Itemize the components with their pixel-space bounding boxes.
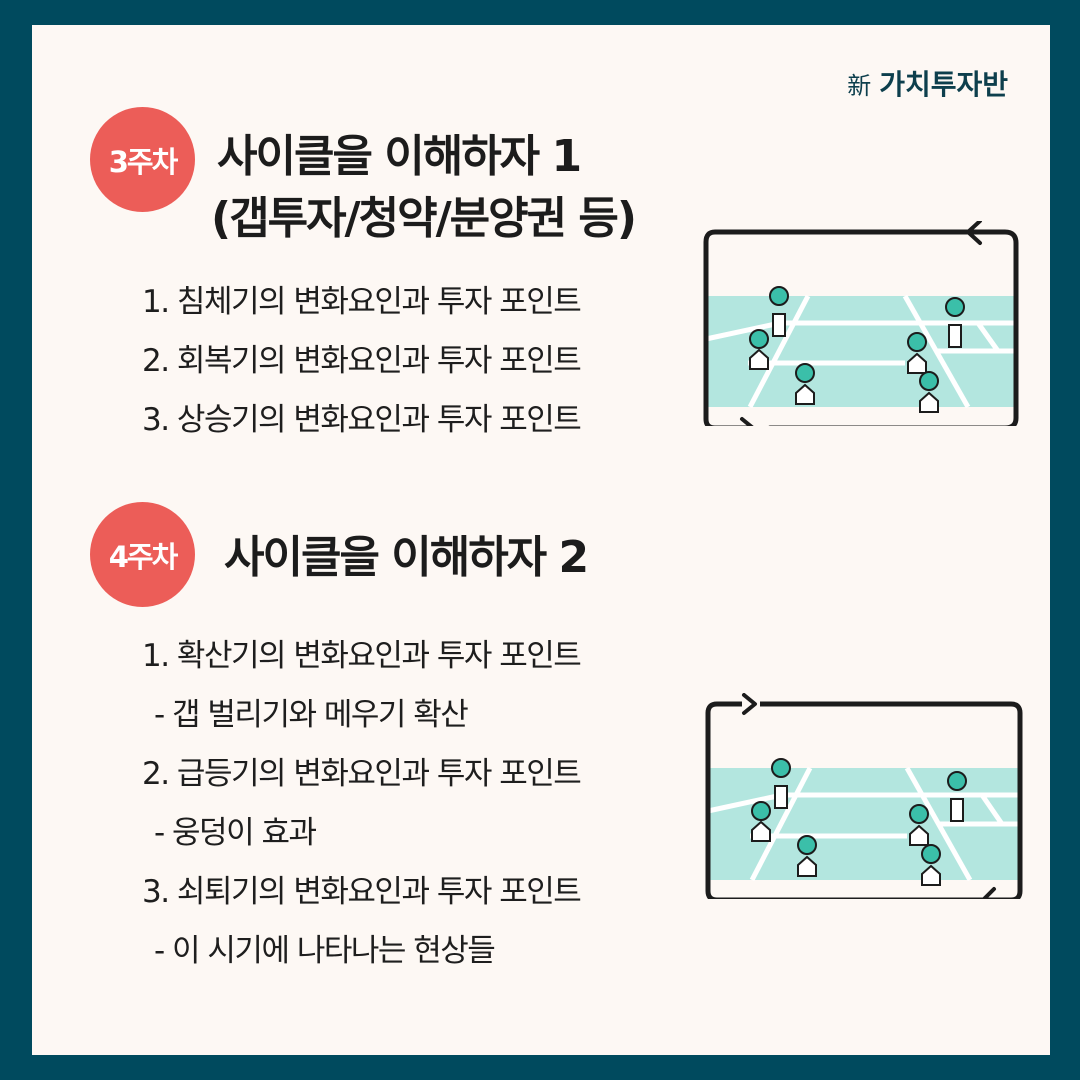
- list-item-sub: - 갭 벌리기와 메우기 확산: [154, 697, 469, 733]
- list-item: 1. 확산기의 변화요인과 투자 포인트: [142, 638, 582, 674]
- list-item: 3. 쇠퇴기의 변화요인과 투자 포인트: [142, 874, 582, 910]
- week-3-item-list: 1. 침체기의 변화요인과 투자 포인트 2. 회복기의 변화요인과 투자 포인…: [142, 273, 582, 450]
- list-item: 3. 상승기의 변화요인과 투자 포인트: [142, 402, 582, 438]
- week-4-title: 사이클을 이해하자 2: [224, 532, 589, 583]
- cycle-map-illustration-bottom: [705, 693, 1023, 899]
- list-item-sub: - 이 시기에 나타나는 현상들: [154, 933, 496, 969]
- brand-prefix: 新: [847, 72, 872, 100]
- list-item: 2. 급등기의 변화요인과 투자 포인트: [142, 756, 582, 792]
- brand-name: 가치투자반: [879, 68, 1008, 101]
- list-item: 2. 회복기의 변화요인과 투자 포인트: [142, 343, 582, 379]
- week-3-title-line-1: 사이클을 이해하자 1: [217, 131, 582, 182]
- week-4-item-list: 1. 확산기의 변화요인과 투자 포인트 - 갭 벌리기와 메우기 확산 2. …: [142, 627, 582, 981]
- week-3-badge: 3주차: [90, 107, 195, 212]
- list-item-sub: - 웅덩이 효과: [154, 815, 317, 851]
- week-3-title-line-2: (갭투자/청약/분양권 등): [211, 193, 637, 244]
- cycle-map-illustration-top: [703, 221, 1019, 426]
- week-4-badge: 4주차: [90, 502, 195, 607]
- list-item: 1. 침체기의 변화요인과 투자 포인트: [142, 284, 582, 320]
